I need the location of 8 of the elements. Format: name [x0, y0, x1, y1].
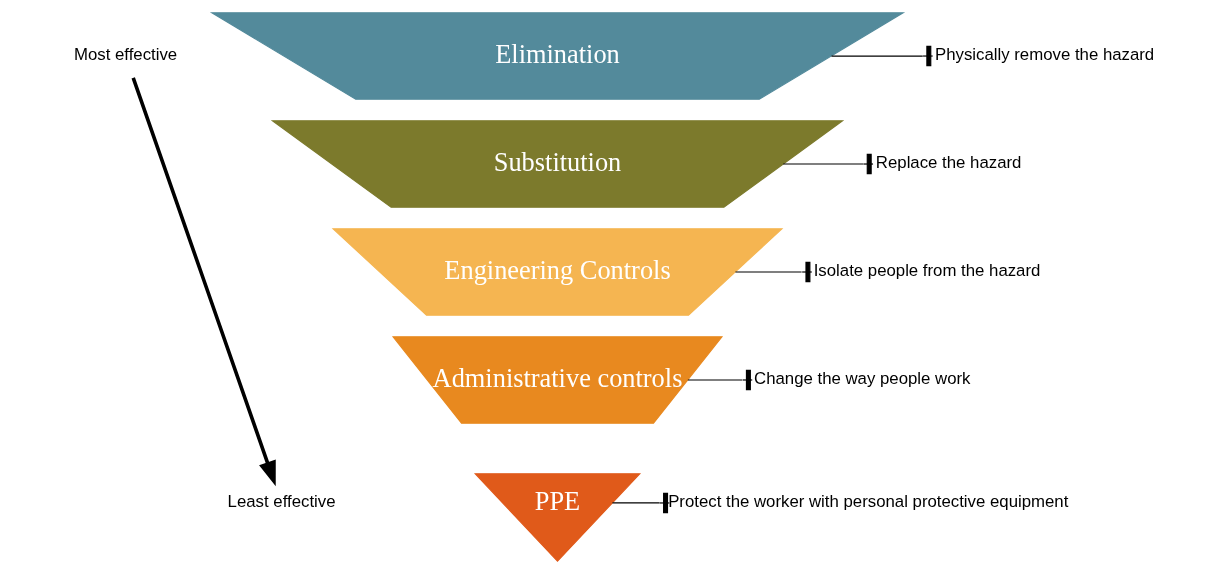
node-text: Protect the worker with personal protective equipment [668, 492, 1069, 512]
node-text: Replace the hazard [875, 153, 1022, 173]
node-text: Most effective [73, 45, 178, 65]
node-text: Isolate people from the hazard [813, 261, 1041, 281]
node-text: Least effective [227, 492, 336, 512]
arrow [131, 77, 276, 487]
node-text: Change the way people work [754, 369, 971, 389]
node-text: Physically remove the hazard [935, 45, 1155, 65]
